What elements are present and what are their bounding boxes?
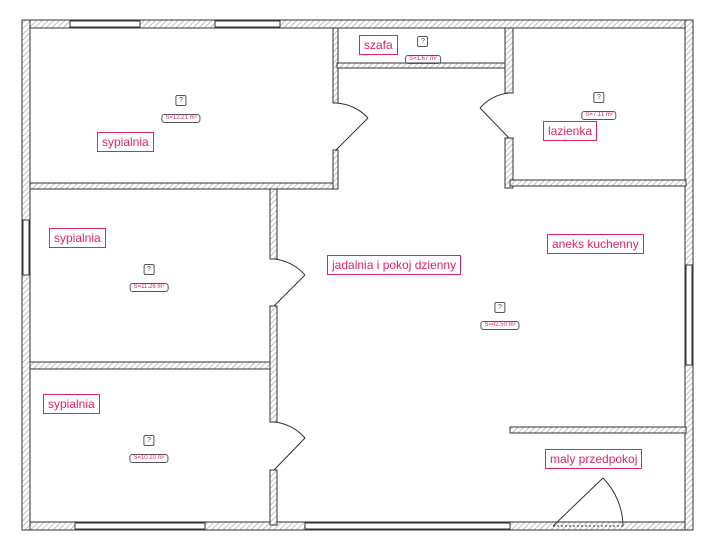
area-badge: ?S=12.21 m² xyxy=(161,95,201,124)
room-label-bedroom-3: sypialnia xyxy=(43,394,100,414)
wall xyxy=(332,149,339,190)
area-badge: ?S=10.10 m² xyxy=(129,435,169,464)
room-label-bedroom-1: sypialnia xyxy=(97,132,154,152)
door xyxy=(335,102,369,151)
room-label-kitchenette: aneks kuchenny xyxy=(547,234,644,254)
area-badge: ?S=7.11 m² xyxy=(581,92,617,121)
wall xyxy=(509,179,687,187)
window xyxy=(304,522,511,530)
wall xyxy=(269,305,278,423)
window xyxy=(685,264,693,366)
wall xyxy=(29,361,271,370)
room-label-wardrobe: szafa xyxy=(359,35,398,55)
door xyxy=(273,258,306,307)
wall xyxy=(29,182,338,190)
window xyxy=(214,20,281,28)
area-badge: ?S=42.50 m² xyxy=(480,302,520,331)
wall xyxy=(269,469,278,526)
wall xyxy=(504,27,514,94)
area-badge: ?S=11.26 m² xyxy=(129,264,169,293)
window xyxy=(69,20,141,28)
wall xyxy=(269,188,278,260)
room-label-living-dining: jadalnia i pokoj dzienny xyxy=(327,255,462,275)
window xyxy=(22,219,30,276)
room-label-hallway: maly przedpokoj xyxy=(545,449,643,469)
door xyxy=(479,92,510,139)
wall xyxy=(509,426,687,434)
door xyxy=(273,421,306,471)
door xyxy=(552,477,624,527)
room-label-bedroom-2: sypialnia xyxy=(49,228,106,248)
room-label-bathroom: lazienka xyxy=(543,121,598,141)
window xyxy=(74,522,206,530)
area-badge: ?S=1.67 m² xyxy=(405,36,441,65)
